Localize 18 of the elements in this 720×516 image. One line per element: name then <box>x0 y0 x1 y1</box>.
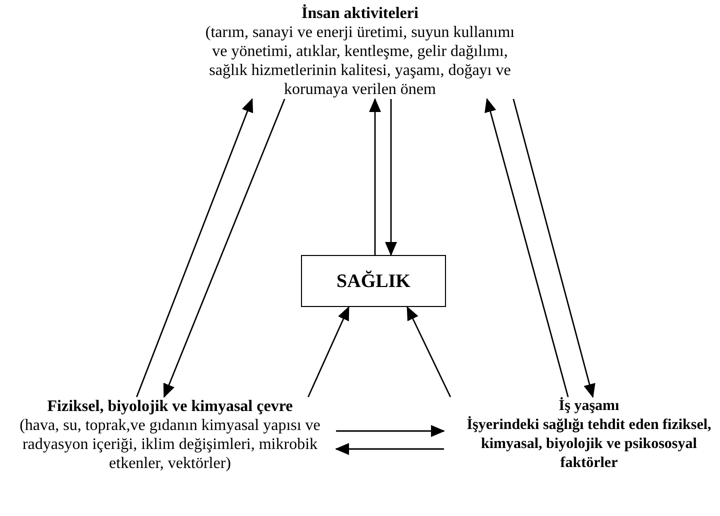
arrow <box>336 425 445 437</box>
arrow <box>136 98 254 398</box>
process-box <box>301 255 446 307</box>
box-label: SAĞLIK <box>336 272 410 290</box>
arrow <box>484 98 569 398</box>
arrow <box>385 99 397 256</box>
arrow <box>512 98 596 398</box>
description-text: (hava, su, toprak,ve gıdanın kimyasal yapısı ve radyasyon içeriği, iklim değişimleri, mikrobik etkenler, vektörler) <box>18 416 322 473</box>
description-text: İşyerindeki sağlığı tehdit eden fiziksel, kimyasal, biyolojik ve psikososyal faktörler <box>466 416 712 473</box>
arrow <box>308 306 350 398</box>
arrow <box>163 98 286 398</box>
heading-text: Fiziksel, biyolojik ve kimyasal çevre <box>46 397 294 416</box>
description-text: (tarım, sanayi ve enerji üretimi, suyun kullanımı ve yönetimi, atıklar, kentleşme, gelir dağılımı, sağlık hizmetlerinin kalitesi, yaşamı, doğayı ve korumaya verilen önem <box>204 23 516 99</box>
arrow <box>406 306 452 398</box>
arrow <box>369 98 381 255</box>
heading-text: İnsan aktiviteleri <box>300 4 420 23</box>
heading-text: İş yaşamı <box>558 397 620 416</box>
arrow <box>335 443 444 455</box>
